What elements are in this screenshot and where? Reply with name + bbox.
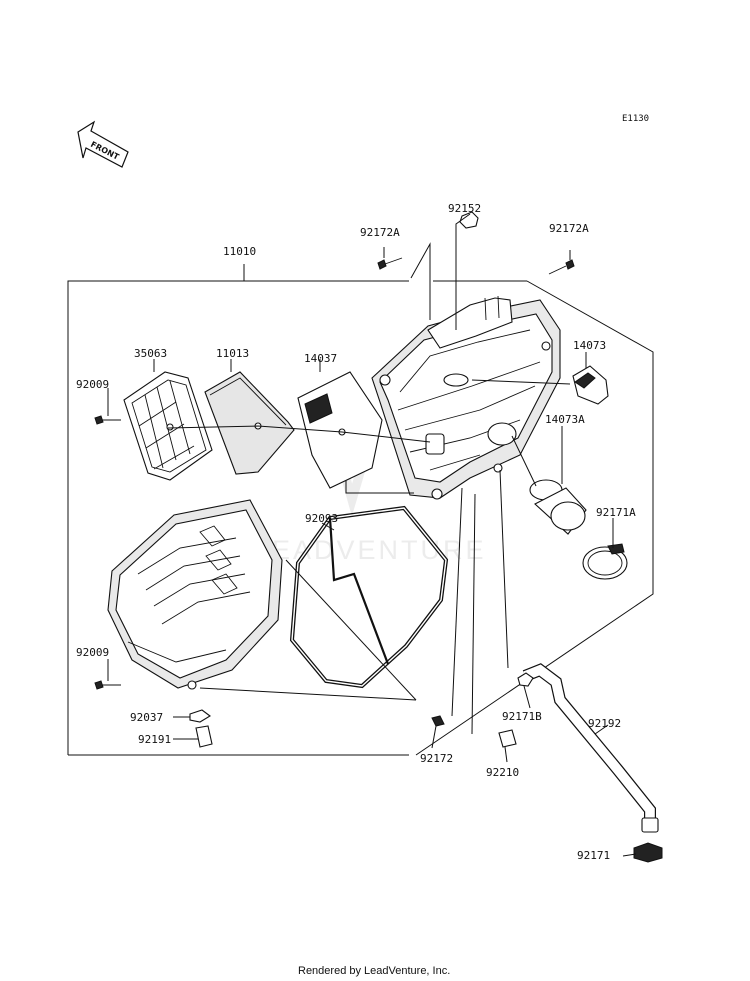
air-cleaner-housing bbox=[371, 295, 561, 500]
watermark-text: LEADVENTURE bbox=[254, 535, 487, 565]
label-92009-bottom: 92009 bbox=[76, 646, 109, 659]
diagram-code: E1130 bbox=[622, 114, 649, 124]
label-35063: 35063 bbox=[134, 347, 167, 360]
label-92191: 92191 bbox=[138, 733, 171, 746]
label-92171b: 92171B bbox=[502, 710, 542, 723]
hose-clamp-92171a bbox=[582, 543, 628, 580]
hardware bbox=[94, 211, 575, 748]
drain-hose bbox=[522, 663, 663, 863]
intake-duct bbox=[529, 479, 587, 535]
gasket bbox=[289, 505, 449, 689]
label-92152: 92152 bbox=[448, 202, 481, 215]
label-92009-top: 92009 bbox=[76, 378, 109, 391]
foam-element bbox=[204, 371, 295, 475]
cap-14073 bbox=[572, 365, 609, 405]
label-92172a-left: 92172A bbox=[360, 226, 400, 239]
label-92172: 92172 bbox=[420, 752, 453, 765]
label-14037: 14037 bbox=[304, 352, 337, 365]
label-11010: 11010 bbox=[223, 245, 256, 258]
label-92210: 92210 bbox=[486, 766, 519, 779]
lower-case bbox=[107, 499, 283, 690]
footer-credit: Rendered by LeadVenture, Inc. bbox=[298, 965, 450, 977]
part-labels: 11010 92152 92172A 92172A 35063 11013 14… bbox=[76, 202, 636, 862]
filter-cage bbox=[123, 371, 213, 481]
label-92037: 92037 bbox=[130, 711, 163, 724]
label-14073a: 14073A bbox=[545, 413, 585, 426]
element-cover bbox=[297, 371, 383, 489]
label-14073: 14073 bbox=[573, 339, 606, 352]
front-arrow-icon: FRONT bbox=[77, 120, 129, 168]
label-11013: 11013 bbox=[216, 347, 249, 360]
label-92172a-right: 92172A bbox=[549, 222, 589, 235]
label-92093: 92093 bbox=[305, 512, 338, 525]
leader-lines bbox=[107, 213, 637, 857]
label-92171a: 92171A bbox=[596, 506, 636, 519]
label-92192: 92192 bbox=[588, 717, 621, 730]
label-92171: 92171 bbox=[577, 849, 610, 862]
